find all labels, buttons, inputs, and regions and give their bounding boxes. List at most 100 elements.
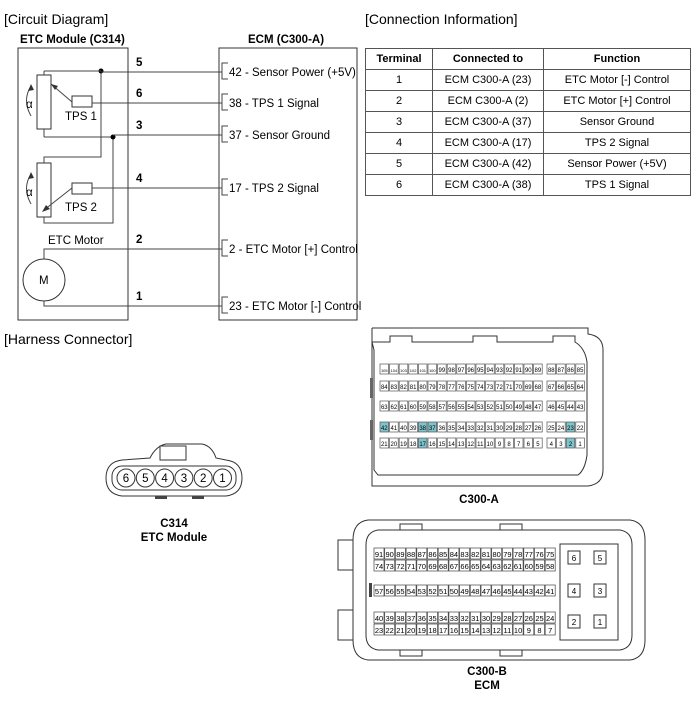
- c300b-power-pin-1: [593, 614, 607, 629]
- c300a-pin-76: [456, 380, 466, 392]
- c314-pin: [193, 468, 213, 488]
- ecm-terminal-bracket: [221, 296, 228, 314]
- c300b-pin-number: 12: [493, 626, 501, 635]
- c300b-pin-number: 37: [407, 614, 415, 623]
- ecm-terminal-label: 42 - Sensor Power (+5V): [229, 67, 356, 79]
- ecm-terminal-label: 38 - TPS 1 Signal: [229, 98, 319, 110]
- c300a-pin-number: 65: [567, 385, 574, 391]
- c300a-pin-number: 5: [536, 442, 540, 448]
- motor-label: ETC Motor: [48, 235, 104, 247]
- c300b-pin-52: [427, 584, 438, 597]
- section-title-circuit: [Circuit Diagram]: [4, 11, 108, 27]
- c300b-pin-number: 45: [503, 587, 511, 596]
- c300b-pin-number: 28: [503, 614, 511, 623]
- c300a-pin-101: [418, 363, 428, 375]
- c300b-pin-number: 62: [503, 562, 511, 571]
- c300a-pin-number: 10: [487, 442, 494, 448]
- c300a-pin-14: [446, 437, 457, 449]
- c300a-pin-39: [408, 421, 418, 433]
- c300b-pin-8: [534, 623, 545, 636]
- c300a-pin-99: [437, 363, 447, 375]
- c314-pin: [116, 468, 136, 488]
- c300a-pin-number: 56: [448, 405, 455, 411]
- c300b-pin-number: 38: [396, 614, 404, 623]
- c300a-pin-number: 40: [400, 426, 407, 432]
- c300b-pin-number: 8: [537, 626, 541, 635]
- c300a-pin-number: 86: [567, 368, 574, 374]
- table-cell: ECM C300-A (42): [432, 153, 544, 175]
- c300a-pin-9: [494, 437, 505, 449]
- c300a-pin-number: 35: [448, 426, 455, 432]
- c300a-pin-82: [398, 380, 409, 392]
- c300b-pin-number: 40: [375, 614, 383, 623]
- c300b-pin-number: 91: [375, 550, 383, 559]
- c300b-pin-number: 31: [471, 614, 479, 623]
- module-title: ETC Module (C314): [20, 34, 125, 46]
- c300a-pin-15: [437, 437, 447, 449]
- c300a-pin-number: 34: [458, 426, 465, 432]
- table-cell: ETC Motor [-] Control: [543, 69, 691, 91]
- c300a-pin-number: 72: [496, 385, 503, 391]
- c300b-pin-number: 75: [546, 550, 554, 559]
- c314-pin: [213, 468, 232, 488]
- c300a-pin-104: [389, 363, 399, 375]
- c300b-power-pin-number: 1: [598, 618, 603, 627]
- c300a-pin-27: [523, 421, 533, 433]
- c300a-pin-number: 58: [429, 405, 436, 411]
- c300b-pin-56: [384, 584, 396, 597]
- c300a-pin-number: 67: [548, 385, 555, 391]
- c300b-pin-86: [427, 547, 438, 560]
- c300b-power-pin-2: [567, 614, 581, 629]
- c300b-pin-65: [469, 559, 481, 572]
- c300a-pin-100: [427, 363, 437, 375]
- c300a-pin-84: [379, 380, 389, 392]
- c300b-pin-number: 83: [460, 550, 468, 559]
- c300b-pin-87: [416, 547, 428, 560]
- c300b-power-pin-number: 4: [572, 587, 577, 596]
- table-cell: Sensor Power (+5V): [543, 153, 691, 175]
- c300b-pin-66: [459, 559, 470, 572]
- c300b-pin-59: [534, 559, 545, 572]
- c300b-pin-15: [459, 623, 470, 636]
- c300a-pin-number: 62: [391, 405, 398, 411]
- c300b-pin-22: [384, 623, 396, 636]
- c300b-pin-50: [448, 584, 460, 597]
- c300a-pin-number: 83: [391, 385, 398, 391]
- section-title-connection: [Connection Information]: [365, 11, 518, 27]
- c300b-pin-number: 67: [450, 562, 458, 571]
- c300a-pin-number: 74: [477, 385, 484, 391]
- c300b-power-pin-6: [567, 550, 581, 565]
- c300a-pin-number: 57: [439, 405, 446, 411]
- c300b-pin-62: [502, 559, 513, 572]
- c300b-pin-number: 55: [396, 587, 404, 596]
- c300b-pin-number: 61: [514, 562, 522, 571]
- c300a-pin-number: 77: [448, 385, 455, 391]
- c300b-pin-20: [405, 623, 417, 636]
- c300b-pin-30: [480, 611, 492, 624]
- c300a-pin-77: [446, 380, 457, 392]
- c314-pin: [155, 468, 175, 488]
- ecm-terminal-bracket: [221, 125, 228, 143]
- c300b-pin-46: [491, 584, 503, 597]
- c300a-pin-number: 8: [507, 442, 511, 448]
- c314-pin: [174, 468, 194, 488]
- c300a-pin-102: [408, 363, 418, 375]
- c300b-pin-43: [523, 584, 535, 597]
- c300a-pin-95: [475, 363, 485, 375]
- c300a-pin-number: 27: [525, 426, 532, 432]
- c300a-pin-number: 81: [410, 385, 417, 391]
- c300a-pin-43: [575, 400, 585, 412]
- c300b-pin-88: [405, 547, 417, 560]
- c300a-pin-13: [456, 437, 466, 449]
- c300b-pin-29: [491, 611, 503, 624]
- ecm-terminal-label: 2 - ETC Motor [+] Control: [229, 244, 358, 256]
- c300a-pin-number: 9: [498, 442, 502, 448]
- c300b-pin-36: [416, 611, 428, 624]
- c300b-pin-35: [427, 611, 438, 624]
- table-cell: ECM C300-A (38): [432, 174, 544, 196]
- c300b-pin-number: 86: [428, 550, 436, 559]
- table-cell: 2: [365, 90, 433, 112]
- junction-dot: [110, 134, 116, 140]
- c300b-pin-number: 54: [407, 587, 415, 596]
